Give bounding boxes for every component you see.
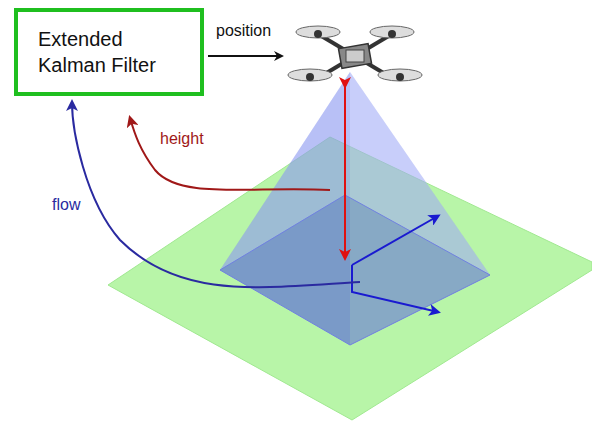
- process-box: Extended Kalman Filter: [14, 8, 204, 96]
- height-arrow: [344, 86, 346, 258]
- fov-base: [220, 195, 490, 345]
- flow-axis: [352, 265, 438, 312]
- signal-label: flow: [52, 196, 80, 214]
- drone: [288, 26, 422, 81]
- box-title: Extended Kalman Filter: [38, 26, 190, 78]
- signal-label: height: [160, 130, 204, 148]
- flow-axis: [352, 216, 438, 265]
- position-arrow: [208, 55, 282, 57]
- flow-curve: [72, 102, 360, 287]
- height-curve: [130, 118, 330, 190]
- signal-label: position: [216, 22, 271, 40]
